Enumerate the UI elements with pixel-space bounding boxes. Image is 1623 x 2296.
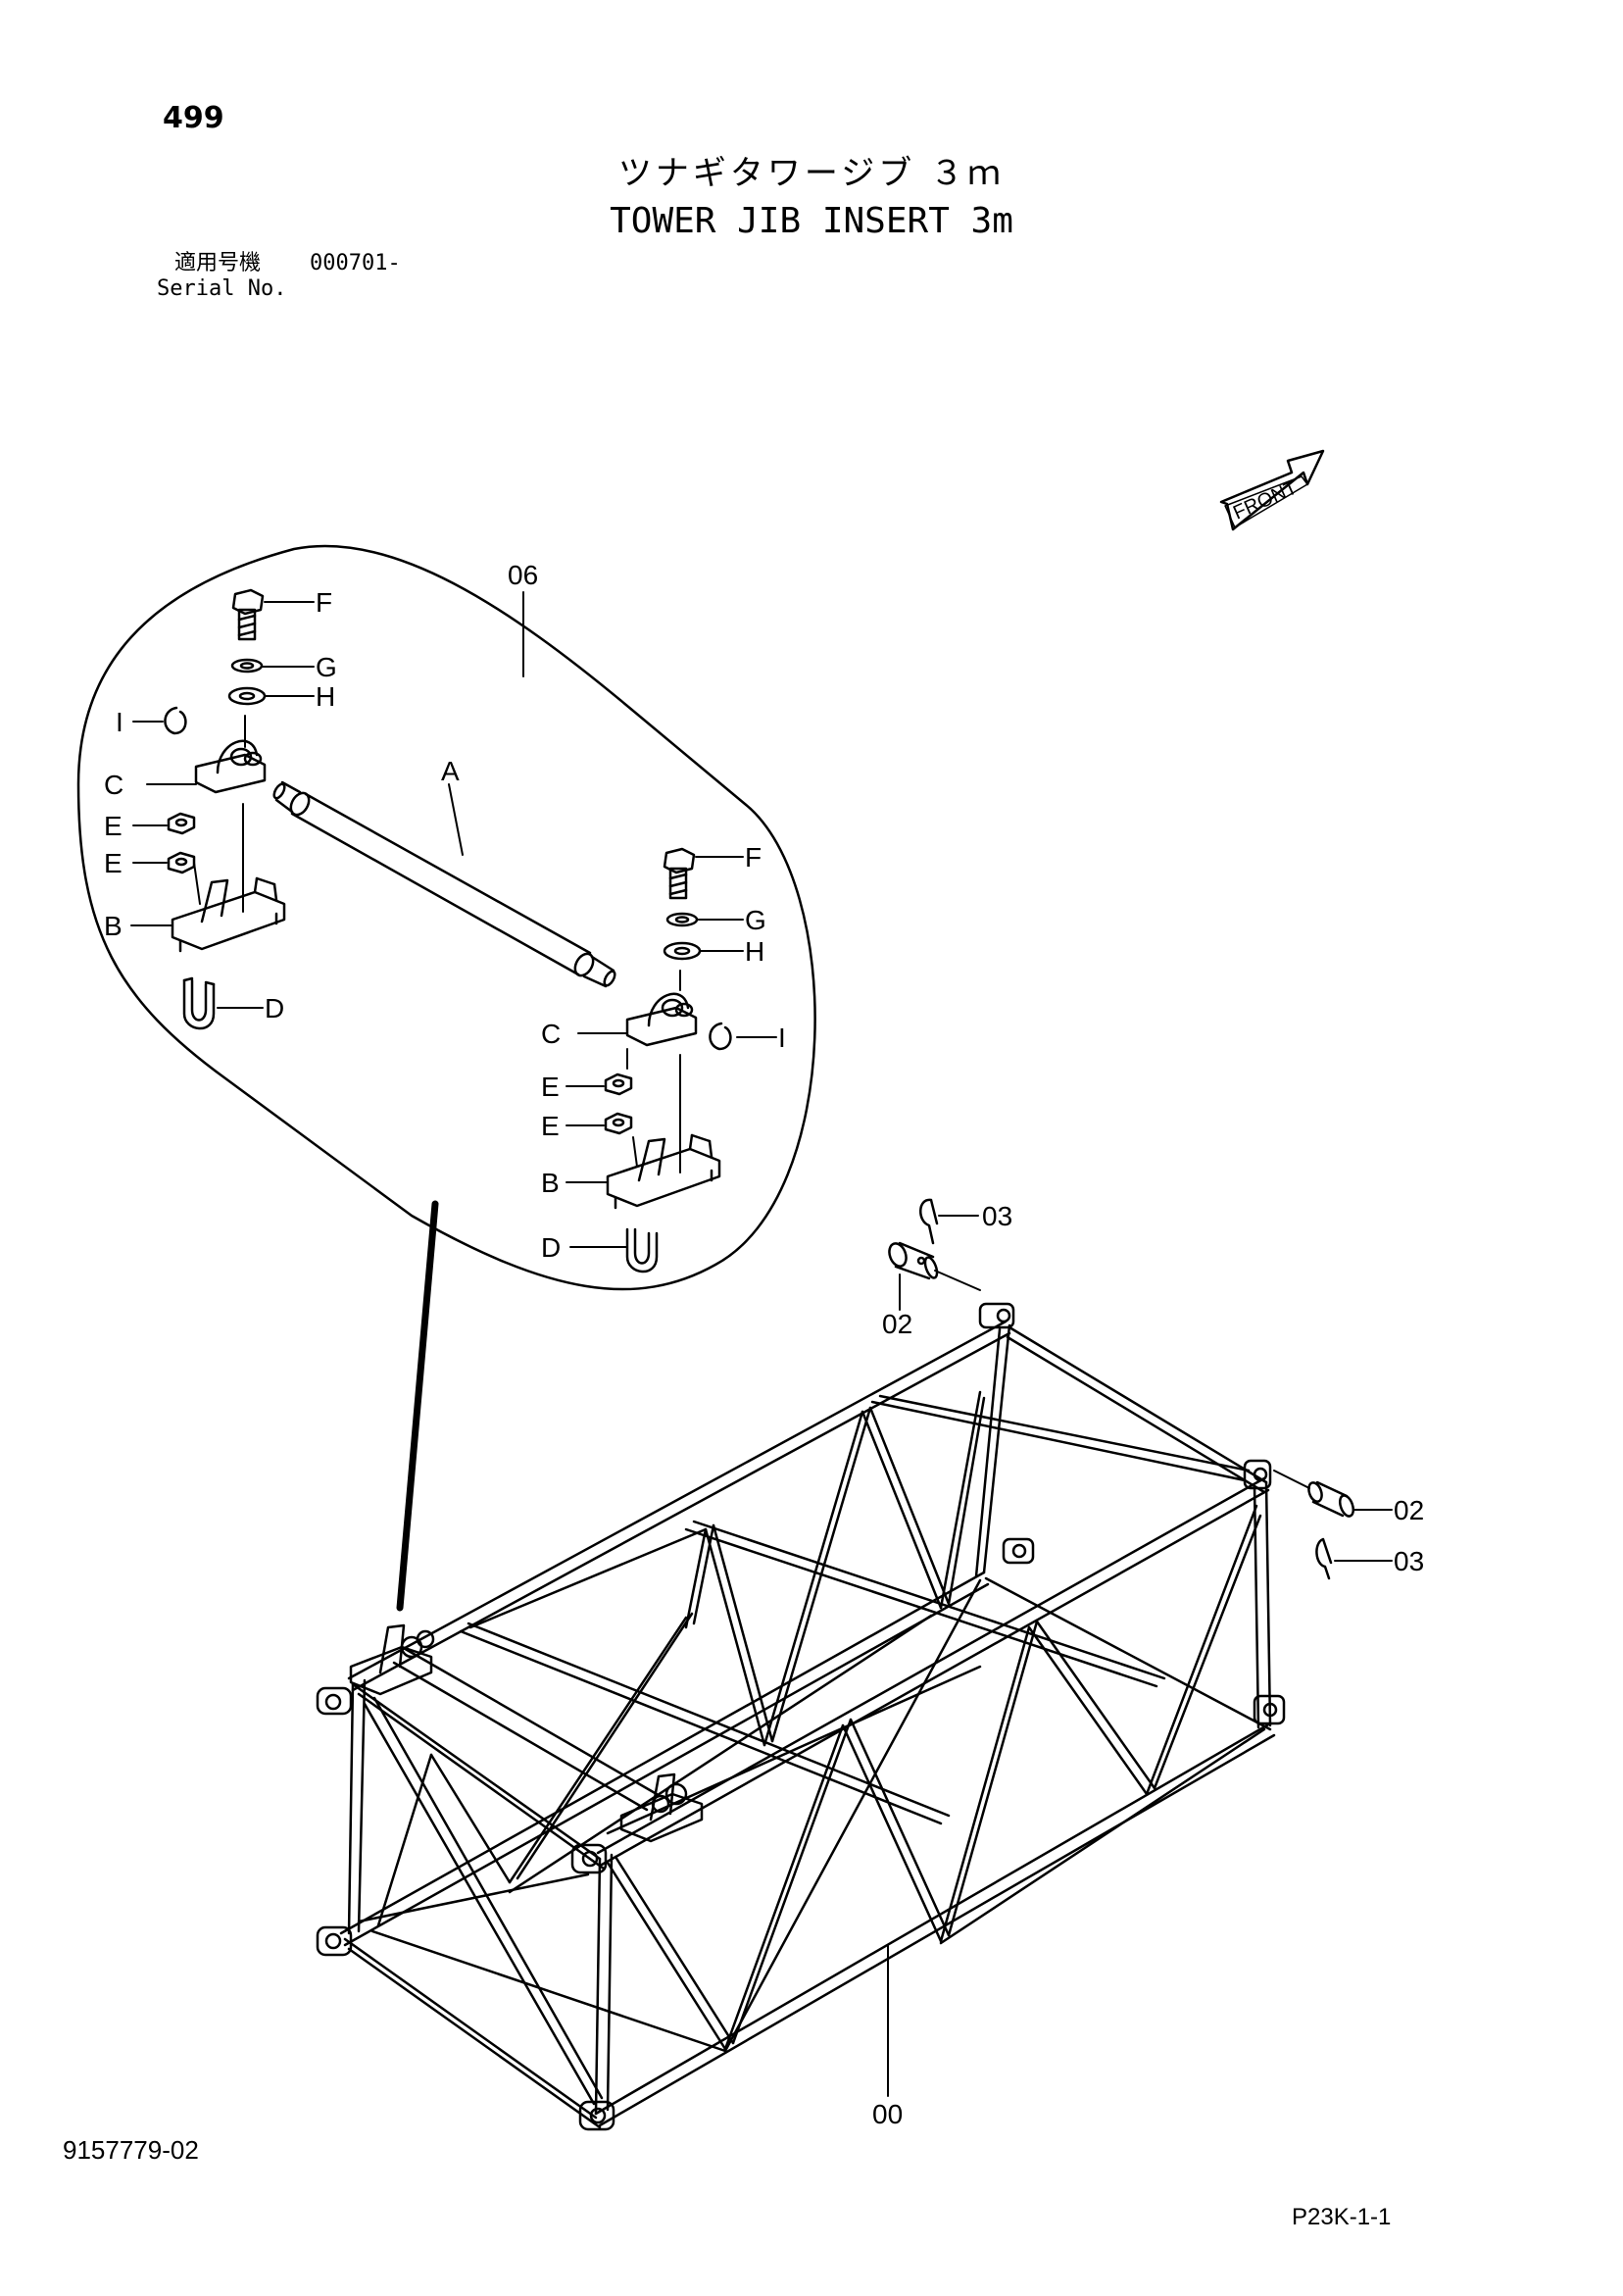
nut-e2-left-icon: [167, 851, 196, 874]
saddle-b-right-icon: [606, 1133, 721, 1210]
page-code: P23K-1-1: [1292, 2204, 1392, 2230]
bolt-f-right-icon: [663, 847, 696, 900]
callout-02-top: 02: [882, 1309, 912, 1339]
document-number: 9157779-02: [63, 2135, 199, 2165]
snap-ring-i-right-icon: [709, 1022, 732, 1051]
page-number: 499: [163, 101, 224, 135]
title-english: TOWER JIB INSERT 3m: [610, 201, 1013, 241]
callout-00: 00: [872, 2099, 903, 2129]
serial-label-english: Serial No.: [157, 276, 287, 301]
callout-c-left: C: [104, 770, 123, 800]
mounted-shaft-assembly: [349, 1623, 704, 1843]
callout-b-right: B: [541, 1168, 560, 1198]
callout-g-right: G: [745, 905, 766, 935]
pin-02-right-icon: [1273, 1470, 1355, 1518]
spring-washer-g-right-icon: [665, 912, 699, 927]
lug-icon: [316, 1302, 1286, 2131]
callout-03-right: 03: [1394, 1546, 1424, 1576]
callout-d-right: D: [541, 1232, 561, 1263]
callout-a: A: [441, 756, 460, 786]
callout-f-left: F: [316, 587, 332, 618]
detail-bubble-outline: [76, 544, 816, 1291]
u-bolt-d-right-icon: [625, 1227, 659, 1273]
callout-i-left: I: [116, 707, 123, 737]
callout-h-left: H: [316, 681, 335, 712]
clip-03-right-icon: [1315, 1537, 1333, 1580]
title-japanese: ツナギタワージブ ３ｍ: [617, 154, 1006, 193]
nut-e1-left-icon: [167, 812, 196, 835]
washer-h-left-icon: [227, 686, 267, 706]
shaft-a-icon: [272, 780, 616, 988]
callout-f-right: F: [745, 842, 762, 873]
nut-e4-right-icon: [604, 1112, 633, 1135]
bracket-c-right-icon: [625, 992, 698, 1047]
callout-03-top: 03: [982, 1201, 1012, 1231]
washer-h-right-icon: [663, 941, 702, 961]
serial-label-japanese: 適用号機: [174, 251, 262, 275]
callout-b-left: B: [104, 911, 123, 941]
callout-i-right: I: [778, 1023, 786, 1053]
callout-d-left: D: [265, 993, 284, 1023]
nut-e3-right-icon: [604, 1073, 633, 1096]
spring-washer-g-left-icon: [230, 658, 264, 674]
callout-h-right: H: [745, 936, 764, 967]
callout-c-right: C: [541, 1019, 561, 1049]
callout-02-right: 02: [1394, 1495, 1424, 1525]
serial-value: 000701-: [310, 251, 401, 275]
saddle-b-left-icon: [171, 876, 286, 953]
callout-e1-left: E: [104, 811, 123, 841]
front-arrow-icon: [1219, 449, 1325, 531]
callout-06: 06: [508, 560, 538, 590]
bolt-f-left-icon: [231, 588, 265, 641]
pin-02-top-icon: [888, 1241, 981, 1291]
callout-e3-right: E: [541, 1072, 560, 1102]
callout-e4-right: E: [541, 1111, 560, 1141]
snap-ring-i-left-icon: [164, 706, 187, 735]
bracket-c-left-icon: [194, 739, 267, 794]
callout-g-left: G: [316, 652, 337, 682]
clip-03-top-icon: [919, 1198, 939, 1245]
u-bolt-d-left-icon: [182, 976, 216, 1030]
callout-e2-left: E: [104, 848, 123, 878]
lattice-jib-frame: [339, 1320, 1276, 2129]
